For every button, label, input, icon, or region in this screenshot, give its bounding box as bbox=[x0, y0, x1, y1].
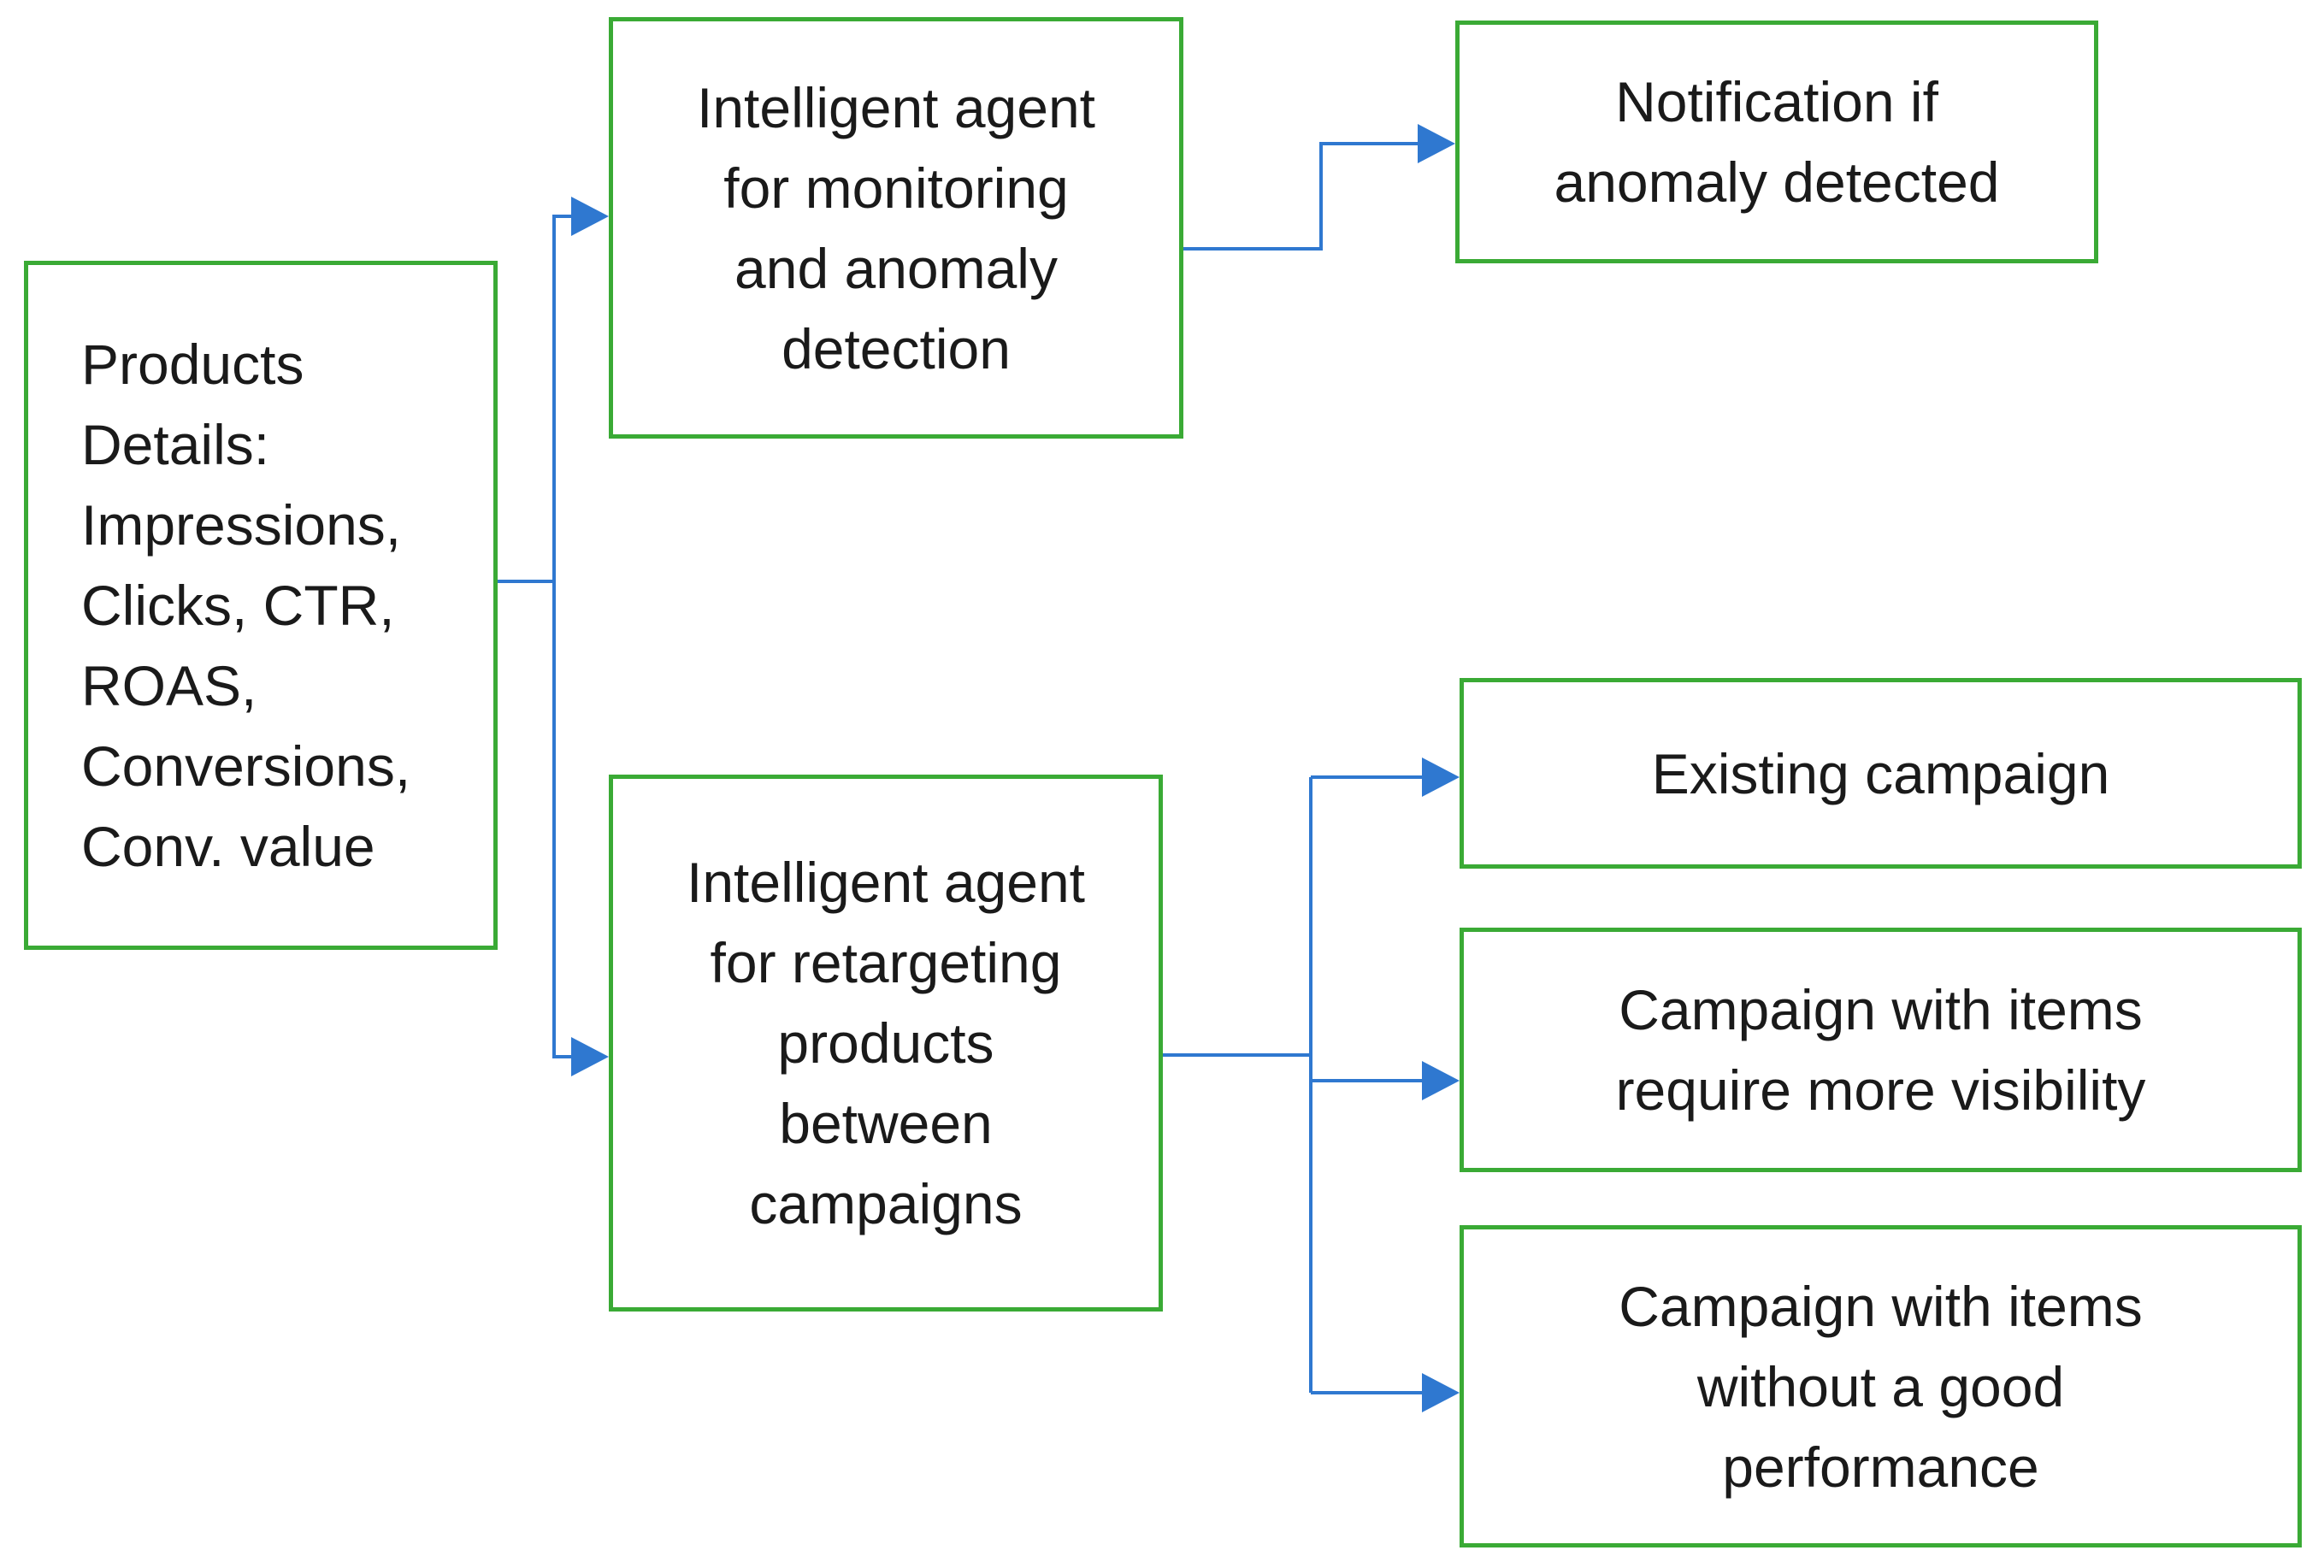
text-line: performance bbox=[1722, 1435, 2039, 1499]
monitoring-agent-text: Intelligent agent for monitoring and ano… bbox=[697, 68, 1095, 389]
existing-campaign-text: Existing campaign bbox=[1652, 734, 2110, 814]
text-line: require more visibility bbox=[1615, 1058, 2146, 1122]
text-line: Products bbox=[81, 333, 304, 396]
text-line: products bbox=[777, 1011, 994, 1075]
text-line: Campaign with items bbox=[1619, 1274, 2143, 1338]
text-line: between bbox=[779, 1092, 993, 1155]
text-line: Details: bbox=[81, 413, 270, 476]
text-line: for monitoring bbox=[723, 156, 1069, 220]
text-line: Intelligent agent bbox=[696, 75, 1096, 139]
text-line: Clicks, CTR, bbox=[81, 574, 395, 637]
connector-monitor-to-notification bbox=[1183, 142, 1418, 251]
arrowhead-to-notification bbox=[1418, 124, 1455, 163]
notification-box: Notification if anomaly detected bbox=[1455, 21, 2098, 263]
text-line: ROAS, bbox=[81, 654, 257, 717]
arrowhead-to-retarget bbox=[571, 1037, 609, 1076]
arrowhead-to-monitor bbox=[571, 197, 609, 236]
connector-input-to-monitor bbox=[552, 215, 571, 581]
arrowhead-to-performance bbox=[1422, 1373, 1460, 1412]
existing-campaign-box: Existing campaign bbox=[1460, 678, 2302, 869]
text-line: Notification if bbox=[1615, 70, 1938, 133]
monitoring-agent-box: Intelligent agent for monitoring and ano… bbox=[609, 17, 1183, 439]
products-details-text: Products Details: Impressions, Clicks, C… bbox=[28, 324, 493, 887]
arrowhead-to-visibility bbox=[1422, 1061, 1460, 1100]
text-line: Intelligent agent bbox=[686, 851, 1086, 914]
connector-input-to-retarget bbox=[552, 581, 571, 1058]
text-line: Existing campaign bbox=[1651, 741, 2110, 805]
retargeting-agent-box: Intelligent agent for retargeting produc… bbox=[609, 775, 1163, 1312]
retargeting-agent-text: Intelligent agent for retargeting produc… bbox=[687, 842, 1085, 1244]
performance-campaign-text: Campaign with items without a good perfo… bbox=[1619, 1266, 2143, 1507]
text-line: Campaign with items bbox=[1619, 978, 2143, 1041]
performance-campaign-box: Campaign with items without a good perfo… bbox=[1460, 1225, 2302, 1547]
text-line: anomaly detected bbox=[1554, 150, 2000, 214]
text-line: without a good bbox=[1696, 1354, 2065, 1418]
text-line: campaigns bbox=[749, 1172, 1023, 1235]
text-line: Impressions, bbox=[81, 493, 402, 557]
arrowhead-to-existing bbox=[1422, 757, 1460, 797]
text-line: and anomaly bbox=[734, 236, 1058, 300]
notification-text: Notification if anomaly detected bbox=[1554, 62, 1999, 222]
text-line: detection bbox=[782, 316, 1011, 380]
visibility-campaign-box: Campaign with items require more visibil… bbox=[1460, 928, 2302, 1172]
text-line: Conversions, bbox=[81, 734, 411, 798]
text-line: Conv. value bbox=[81, 815, 375, 878]
products-details-box: Products Details: Impressions, Clicks, C… bbox=[24, 261, 498, 950]
text-line: for retargeting bbox=[710, 931, 1062, 994]
visibility-campaign-text: Campaign with items require more visibil… bbox=[1616, 970, 2146, 1130]
